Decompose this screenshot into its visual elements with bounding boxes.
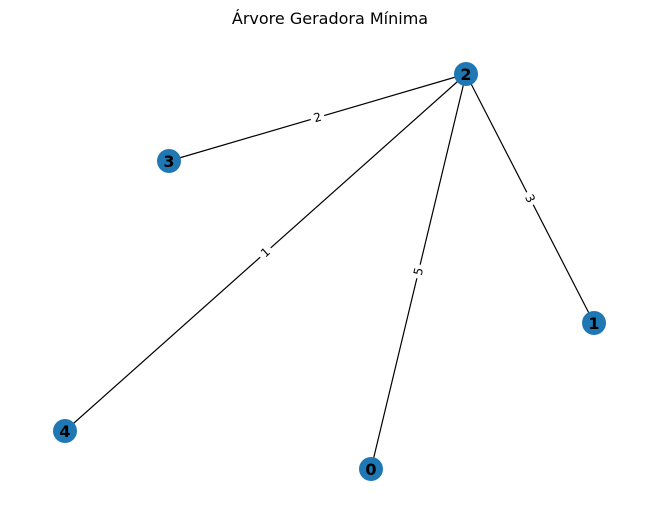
node-label-3: 3 [163, 152, 174, 171]
edge-label-background [254, 241, 277, 264]
node-label-2: 2 [460, 65, 471, 84]
edges-layer [64, 73, 595, 470]
edge-label-background [308, 107, 327, 128]
node-0 [359, 457, 383, 481]
node-label-1: 1 [588, 314, 599, 333]
edge-label-background [519, 188, 541, 209]
nodes-layer: 0 1 2 3 4 [53, 62, 606, 481]
edge-weight-label: 2 [312, 110, 323, 126]
node-1 [582, 311, 606, 335]
node-4 [53, 419, 77, 443]
edge-weight-label: 5 [411, 266, 426, 277]
node-label-4: 4 [59, 422, 70, 441]
edge-label-2-3: 2 [308, 107, 327, 128]
node-label-0: 0 [365, 460, 376, 479]
edge-label-2-4: 1 [254, 241, 277, 264]
diagram-title: Árvore Geradora Mínima [232, 9, 428, 28]
node-2 [454, 62, 478, 86]
edge-label-background [409, 262, 428, 281]
node-3 [157, 149, 181, 173]
edge-label-2-1: 3 [519, 188, 541, 209]
edge-labels-layer: 2 1 5 3 [254, 107, 541, 281]
edge-label-2-0: 5 [409, 262, 428, 281]
